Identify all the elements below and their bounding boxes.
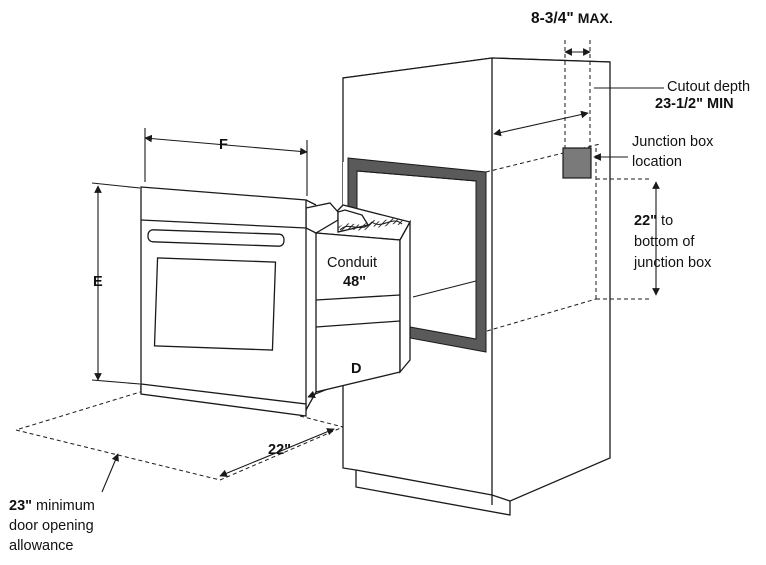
door-allowance-value: 23" (9, 498, 33, 514)
to-junction-label-2: bottom of (634, 234, 695, 250)
cutout-depth-title: Cutout depth (667, 79, 751, 95)
dim-e-label: E (93, 274, 103, 290)
door-allowance-label-2: door opening (9, 518, 94, 534)
to-junction-word: to (661, 213, 674, 229)
door-allowance-label-1: 23" minimum (9, 497, 95, 515)
door-allowance-word: minimum (36, 498, 95, 514)
junction-box (562, 147, 592, 179)
door-opening-allowance (15, 388, 344, 481)
junction-box-label-1: Junction box (632, 134, 714, 150)
to-junction-value: 22" (634, 213, 658, 229)
oven (140, 186, 411, 417)
max-depth-label: 8-3/4" MAX. (531, 9, 613, 28)
to-junction-label-1: 22" to (634, 212, 673, 230)
door-depth-label: 22" (268, 442, 292, 458)
cutout-depth-value: 23-1/2" MIN (655, 96, 734, 112)
dim-d-label: D (351, 361, 362, 377)
conduit-label: Conduit (327, 255, 377, 271)
max-depth-suffix: MAX. (577, 10, 613, 26)
door-allowance-label-3: allowance (9, 538, 74, 554)
dim-f-label: F (219, 137, 228, 153)
junction-box-label-2: location (632, 154, 682, 170)
cutout-dashed-lines (485, 40, 650, 332)
max-depth-value: 8-3/4" (531, 10, 574, 27)
to-junction-label-3: junction box (634, 255, 712, 271)
conduit-value: 48" (343, 274, 367, 290)
